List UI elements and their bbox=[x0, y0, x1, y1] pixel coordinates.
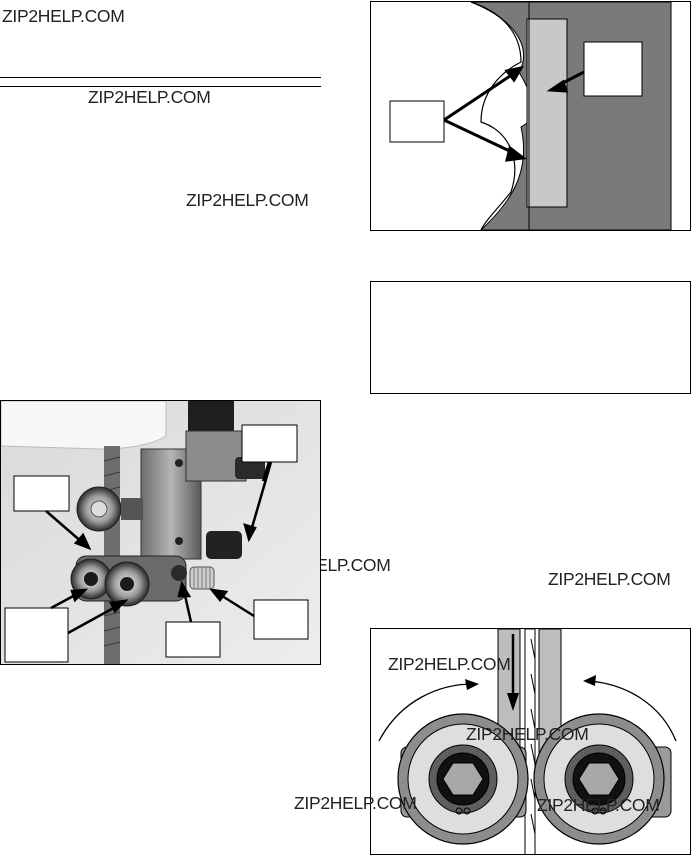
watermark: ZIP2HELP.COM bbox=[186, 190, 309, 210]
watermark: ZIP2HELP.COM bbox=[88, 87, 211, 107]
watermark: ZIP2HELP.COM bbox=[294, 793, 417, 813]
header-rule-bottom bbox=[0, 86, 321, 87]
watermark: ZIP2HELP.COM bbox=[466, 724, 589, 744]
blade-tooth-diagram-icon bbox=[389, 2, 672, 230]
guide-bearings-diagram-icon bbox=[378, 629, 677, 854]
blade-guide-assembly-photo-icon bbox=[1, 401, 320, 664]
watermark: ZIP2HELP.COM bbox=[2, 6, 125, 26]
guide-bearings-figure bbox=[370, 628, 691, 855]
blade-guide-photo-figure bbox=[0, 400, 321, 665]
watermark: ZIP2HELP.COM bbox=[537, 795, 660, 815]
blade-tooth-figure bbox=[370, 1, 691, 231]
header-rule-top bbox=[0, 77, 321, 78]
watermark: ZIP2HELP.COM bbox=[548, 569, 671, 589]
watermark: ZIP2HELP.COM bbox=[388, 654, 511, 674]
note-box bbox=[370, 281, 691, 394]
